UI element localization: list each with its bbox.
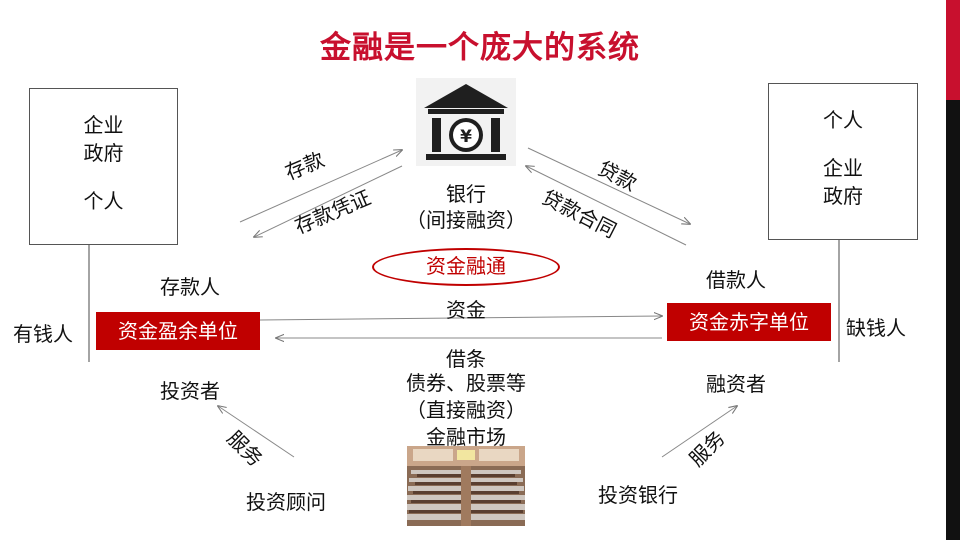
investor-label: 投资者 [160,379,220,403]
bank-yen-icon: ¥ [416,78,516,166]
surplus-entities-box: 企业 政府 个人 [29,88,178,245]
deficit-entities-box: 个人 企业 政府 [768,83,918,240]
needy-label: 缺钱人 [846,316,906,340]
page-title: 金融是一个庞大的系统 [320,30,640,66]
loan-arrow [527,147,690,224]
fund-flow-ellipse: 资金融通 [372,248,560,286]
financial-market-label: 金融市场 [426,425,506,449]
contract-arrow [526,166,687,246]
bank-label: 银行 [446,182,486,206]
trading-floor-photo [407,446,525,526]
funds-label: 资金 [446,298,486,322]
left-box-line3: 个人 [83,189,124,213]
svg-text:¥: ¥ [460,127,472,147]
left-box-line1: 企业 [83,113,124,137]
investment-advisor-label: 投资顾问 [246,490,326,514]
right-box-line2: 企业 [823,156,863,180]
wealthy-label: 有钱人 [13,322,73,346]
market-instruments-label: 债券、股票等 [406,371,526,395]
left-box-line2: 政府 [83,141,124,165]
right-box-line1: 个人 [823,108,863,132]
borrower-label: 借款人 [706,268,766,292]
bank-sublabel: （间接融资） [406,208,526,232]
funds-arrow [259,316,662,321]
surplus-unit-box: 资金盈余单位 [96,312,260,350]
deposit-arrow [239,150,402,223]
direct-financing-label: （直接融资） [406,398,526,422]
borrow-note-label: 借条 [446,347,486,371]
financier-label: 融资者 [706,372,766,396]
edge-accent-bar [946,0,960,540]
investment-bank-label: 投资银行 [598,483,678,507]
deficit-unit-box: 资金赤字单位 [667,303,831,341]
certificate-arrow [254,165,403,237]
service-right-arrow [661,406,737,458]
right-box-line3: 政府 [823,184,863,208]
service-left-arrow [218,406,295,458]
depositor-label: 存款人 [160,275,220,299]
